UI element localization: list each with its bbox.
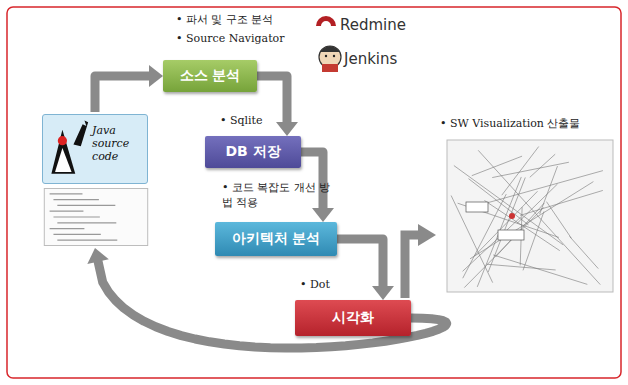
screenshot-line — [520, 190, 603, 215]
process-label: 시각화 — [332, 309, 374, 327]
jenkins-logo — [319, 46, 341, 72]
process-label: 소스 분석 — [180, 67, 241, 85]
screenshot-line — [454, 166, 563, 245]
note-label: • Source Navigator — [176, 32, 326, 45]
screenshot-line — [464, 207, 543, 287]
process-box: DB 저장 — [205, 136, 301, 168]
arrow-head — [149, 65, 163, 87]
visualization-screenshot — [447, 140, 613, 292]
screenshot-line — [484, 200, 559, 250]
process-label: DB 저장 — [225, 143, 280, 161]
process-label: 아키텍처 분석 — [232, 230, 321, 248]
note-label: • Sqlite — [220, 114, 300, 127]
screenshot-line — [478, 150, 600, 284]
code-snippet — [42, 188, 150, 246]
process-box: 소스 분석 — [163, 60, 257, 92]
screenshot-line — [472, 156, 522, 176]
note-label: • 코드 복잡도 개선 방법 적용 — [222, 180, 340, 210]
screenshot-line — [517, 184, 557, 223]
screenshot-line — [469, 171, 603, 208]
source-code-box: Java source code — [40, 112, 152, 248]
arrow-head — [312, 208, 334, 222]
arrow-line — [301, 152, 323, 209]
code-label: Java source code — [92, 124, 146, 164]
arrow-line — [95, 76, 150, 112]
flow-arrow — [87, 248, 446, 348]
redmine-logo — [316, 16, 336, 26]
screenshot-line — [546, 202, 571, 239]
screenshot-line — [470, 182, 593, 259]
flow-arrow — [257, 76, 298, 136]
duke-icon — [44, 116, 90, 182]
output-arrow — [405, 224, 436, 298]
process-box: 아키텍처 분석 — [215, 222, 337, 256]
screenshot-line — [487, 264, 556, 270]
note-label: • 파서 및 구조 분석 — [176, 12, 326, 27]
note-label: • SW Visualization 산출물 — [440, 116, 615, 131]
outer-frame — [7, 7, 621, 378]
note-label: • Dot — [300, 278, 360, 291]
screenshot-line — [493, 255, 587, 284]
screenshot-line — [523, 211, 544, 270]
flow-arrow — [95, 65, 163, 112]
screenshot-line — [570, 236, 599, 268]
screenshot-line — [492, 162, 569, 177]
arrow-line — [337, 239, 383, 287]
logo-label: Jenkins — [344, 50, 424, 68]
arrow-line — [98, 261, 447, 348]
screenshot-line — [451, 196, 493, 283]
process-box: 시각화 — [295, 300, 411, 336]
screenshot-line — [502, 147, 539, 196]
arrow-head — [87, 248, 108, 264]
flow-arrow — [337, 239, 394, 300]
arrow-head — [372, 286, 394, 300]
arrow-head — [276, 122, 298, 136]
logo-label: Redmine — [340, 16, 430, 34]
